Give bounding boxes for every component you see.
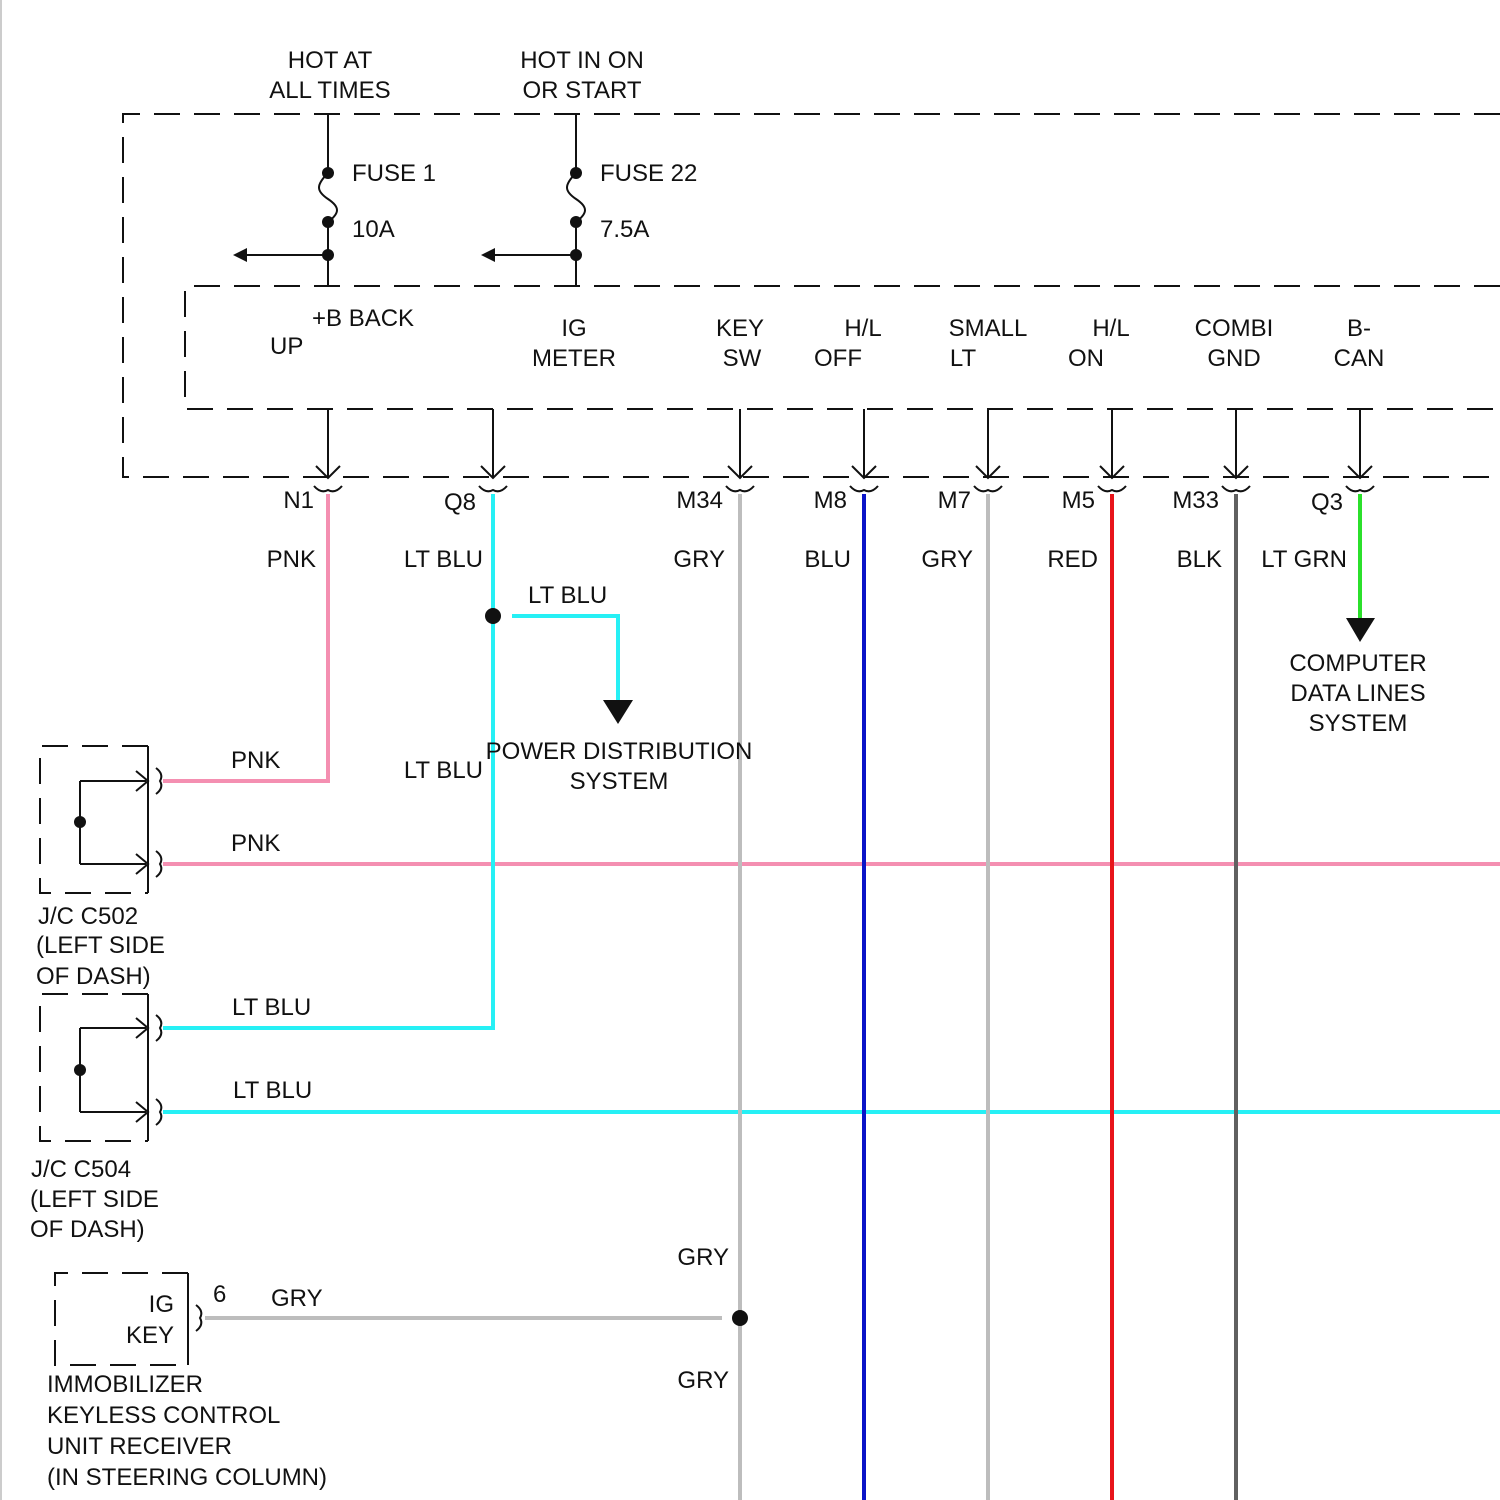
immobilizer-pin-6: 6: [213, 1281, 226, 1308]
pin-id-m8: M8: [814, 487, 847, 514]
pin-label-hl-off-2: OFF: [814, 345, 862, 372]
fuse-1-name: FUSE 1: [352, 160, 436, 187]
immobilizer-label-1: IMMOBILIZER: [47, 1371, 203, 1398]
pin-label-hl-on-1: H/L: [1092, 315, 1129, 342]
wire-label-red-m5: RED: [1047, 546, 1098, 573]
splice-lt-blu: [485, 608, 501, 624]
pin-id-n1: N1: [283, 487, 314, 514]
wire-label-blk-m33: BLK: [1177, 546, 1222, 573]
pin-id-q8: Q8: [444, 489, 476, 516]
fuse-1-rating: 10A: [352, 216, 395, 243]
pin-id-m7: M7: [938, 487, 971, 514]
hot-in-on-label-2: OR START: [522, 77, 641, 104]
hot-at-all-times-label-1: HOT AT: [288, 47, 373, 74]
jc-c502-splice: [74, 816, 86, 828]
pin-id-m33: M33: [1172, 487, 1219, 514]
pin-label-b-back: +B BACK: [312, 305, 414, 332]
pin-label-combi: COMBI: [1195, 315, 1274, 342]
pin-label-can: CAN: [1334, 345, 1385, 372]
jc-c504-splice: [74, 1064, 86, 1076]
immobilizer-label-4: (IN STEERING COLUMN): [47, 1464, 327, 1491]
hot-in-on-label-1: HOT IN ON: [520, 47, 644, 74]
gry-lower-label: GRY: [677, 1367, 729, 1394]
splice-gry: [732, 1310, 748, 1326]
wire-label-lt-blu-branch: LT BLU: [528, 582, 607, 609]
wire-label-gry-m34: GRY: [673, 546, 725, 573]
jc-c504-label-3: OF DASH): [30, 1216, 145, 1243]
hot-at-all-times-label-2: ALL TIMES: [269, 77, 390, 104]
computer-data-label-3: SYSTEM: [1309, 710, 1408, 737]
immobilizer-inner-ig: IG: [149, 1291, 174, 1318]
wire-label-gry-m7: GRY: [921, 546, 973, 573]
wire-label-lt-grn-q3: LT GRN: [1261, 546, 1347, 573]
pin-label-gnd: GND: [1207, 345, 1260, 372]
pin-label-meter: METER: [532, 345, 616, 372]
jc-c502-wire-bottom: PNK: [231, 830, 280, 857]
computer-data-label-2: DATA LINES: [1290, 680, 1425, 707]
pin-label-lt: LT: [950, 345, 977, 372]
jc-c504-internal: [80, 994, 161, 1141]
power-distribution-label-2: SYSTEM: [570, 768, 669, 795]
wire-lt-blu-branch: [512, 616, 618, 700]
pin-id-m34: M34: [676, 487, 723, 514]
pin-label-hl-on-2: ON: [1068, 345, 1104, 372]
wire-label-lt-blu-lower: LT BLU: [404, 757, 483, 784]
jc-c504-wire-bottom: LT BLU: [233, 1077, 312, 1104]
jc-c502-wire-top: PNK: [231, 747, 280, 774]
jc-c504-label-1: J/C C504: [31, 1156, 131, 1183]
arrow-power-distribution: [603, 700, 633, 724]
immobilizer-inner-key: KEY: [126, 1322, 174, 1349]
fuse-22-name: FUSE 22: [600, 160, 697, 187]
jc-c504-boundary: [40, 994, 148, 1141]
wire-pnk-n1: [163, 494, 328, 781]
jc-c502-internal: [80, 746, 161, 893]
pin-label-b-dash: B-: [1347, 315, 1371, 342]
pin-id-q3: Q3: [1311, 489, 1343, 516]
jc-c502-label-2: (LEFT SIDE: [36, 932, 165, 959]
arrow-computer-data: [1346, 618, 1375, 642]
wire-label-pnk-n1: PNK: [267, 546, 316, 573]
jc-c502-label-1: J/C C502: [38, 903, 138, 930]
gry-upper-label: GRY: [677, 1244, 729, 1271]
power-distribution-label-1: POWER DISTRIBUTION: [486, 738, 753, 765]
pin-label-key: KEY: [716, 315, 764, 342]
wire-label-lt-blu-q8: LT BLU: [404, 546, 483, 573]
immobilizer-connector: [188, 1273, 201, 1365]
pin-label-hl-off-1: H/L: [844, 315, 881, 342]
pin-id-m5: M5: [1062, 487, 1095, 514]
wire-label-blu-m8: BLU: [804, 546, 851, 573]
jc-c504-label-2: (LEFT SIDE: [30, 1186, 159, 1213]
immobilizer-wire-gry: GRY: [271, 1285, 323, 1312]
pin-label-ig: IG: [561, 315, 586, 342]
fuse-22-rating: 7.5A: [600, 216, 649, 243]
fuse-1: [233, 114, 337, 262]
immobilizer-boundary: [55, 1273, 188, 1365]
computer-data-label-1: COMPUTER: [1289, 650, 1426, 677]
fuse-22: [481, 114, 585, 262]
jc-c504-wire-top: LT BLU: [232, 994, 311, 1021]
immobilizer-label-2: KEYLESS CONTROL: [47, 1402, 280, 1429]
pin-label-sw: SW: [723, 345, 762, 372]
immobilizer-label-3: UNIT RECEIVER: [47, 1433, 232, 1460]
pin-label-small: SMALL: [949, 315, 1028, 342]
jc-c502-label-3: OF DASH): [36, 963, 151, 990]
pin-label-b-back-up: UP: [270, 333, 303, 360]
jc-c502-boundary: [40, 746, 148, 893]
